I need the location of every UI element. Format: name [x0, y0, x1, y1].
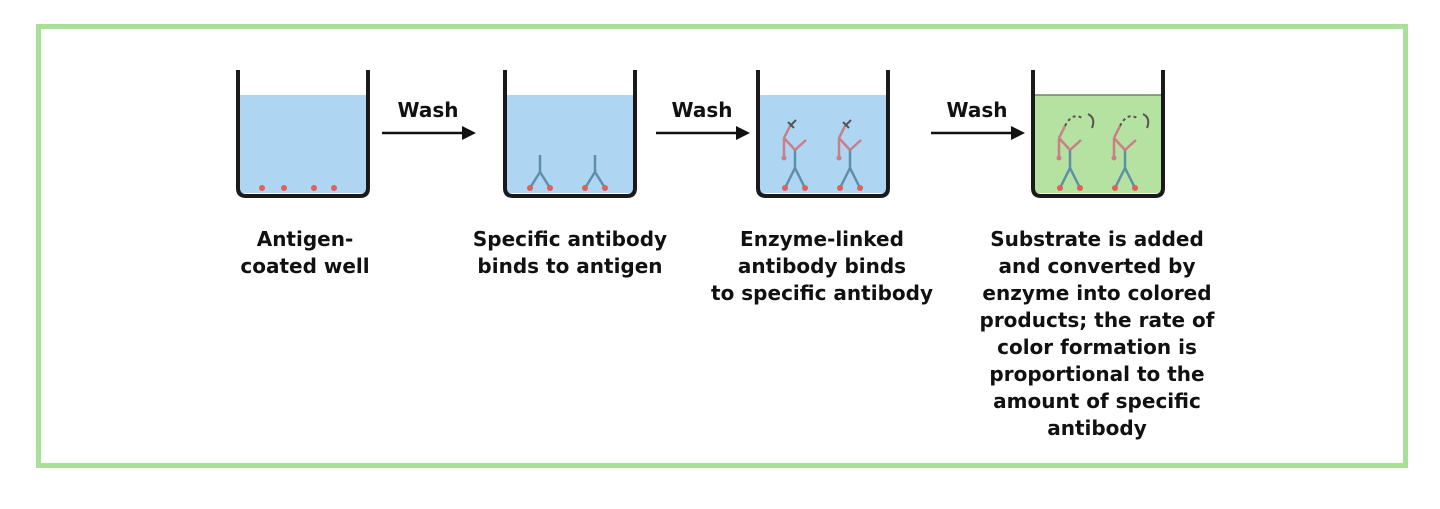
- antibody-complex-substrate-left: [1056, 113, 1095, 191]
- step-4-caption: Substrate is added and converted by enzy…: [979, 227, 1215, 440]
- well-4: [1031, 70, 1165, 198]
- antibody-complex-left: [781, 119, 808, 191]
- antigen-dots: [259, 185, 337, 191]
- step-2-caption: Specific antibody binds to antigen: [472, 227, 668, 278]
- well-2-outline: [503, 70, 637, 198]
- wash-label-2: Wash: [672, 98, 733, 122]
- wash-label-1: Wash: [398, 98, 459, 122]
- well-2: [503, 70, 637, 198]
- antibody-complex-substrate-right: [1111, 113, 1150, 191]
- wash-label-3: Wash: [947, 98, 1008, 122]
- antibody-complex-right: [836, 119, 863, 191]
- step-1-caption: Antigen- coated well: [240, 227, 370, 278]
- well-2-liquid: [507, 95, 634, 193]
- wash-arrow-2: Wash: [656, 98, 750, 140]
- well-3-liquid: [760, 95, 887, 193]
- well-4-outline: [1031, 70, 1165, 198]
- well-1-outline: [236, 70, 370, 198]
- step-3-caption: Enzyme-linked antibody binds to specific…: [711, 227, 933, 305]
- specific-antibody-right: [582, 155, 608, 191]
- well-1-liquid: [240, 95, 367, 193]
- specific-antibody-left: [527, 155, 553, 191]
- wash-arrow-1: Wash: [382, 98, 476, 140]
- diagram-frame: [36, 24, 1408, 468]
- well-1: [236, 70, 370, 198]
- wash-arrow-3: Wash: [931, 98, 1025, 140]
- well-4-liquid: [1035, 95, 1162, 193]
- well-3-outline: [756, 70, 890, 198]
- well-3: [756, 70, 890, 198]
